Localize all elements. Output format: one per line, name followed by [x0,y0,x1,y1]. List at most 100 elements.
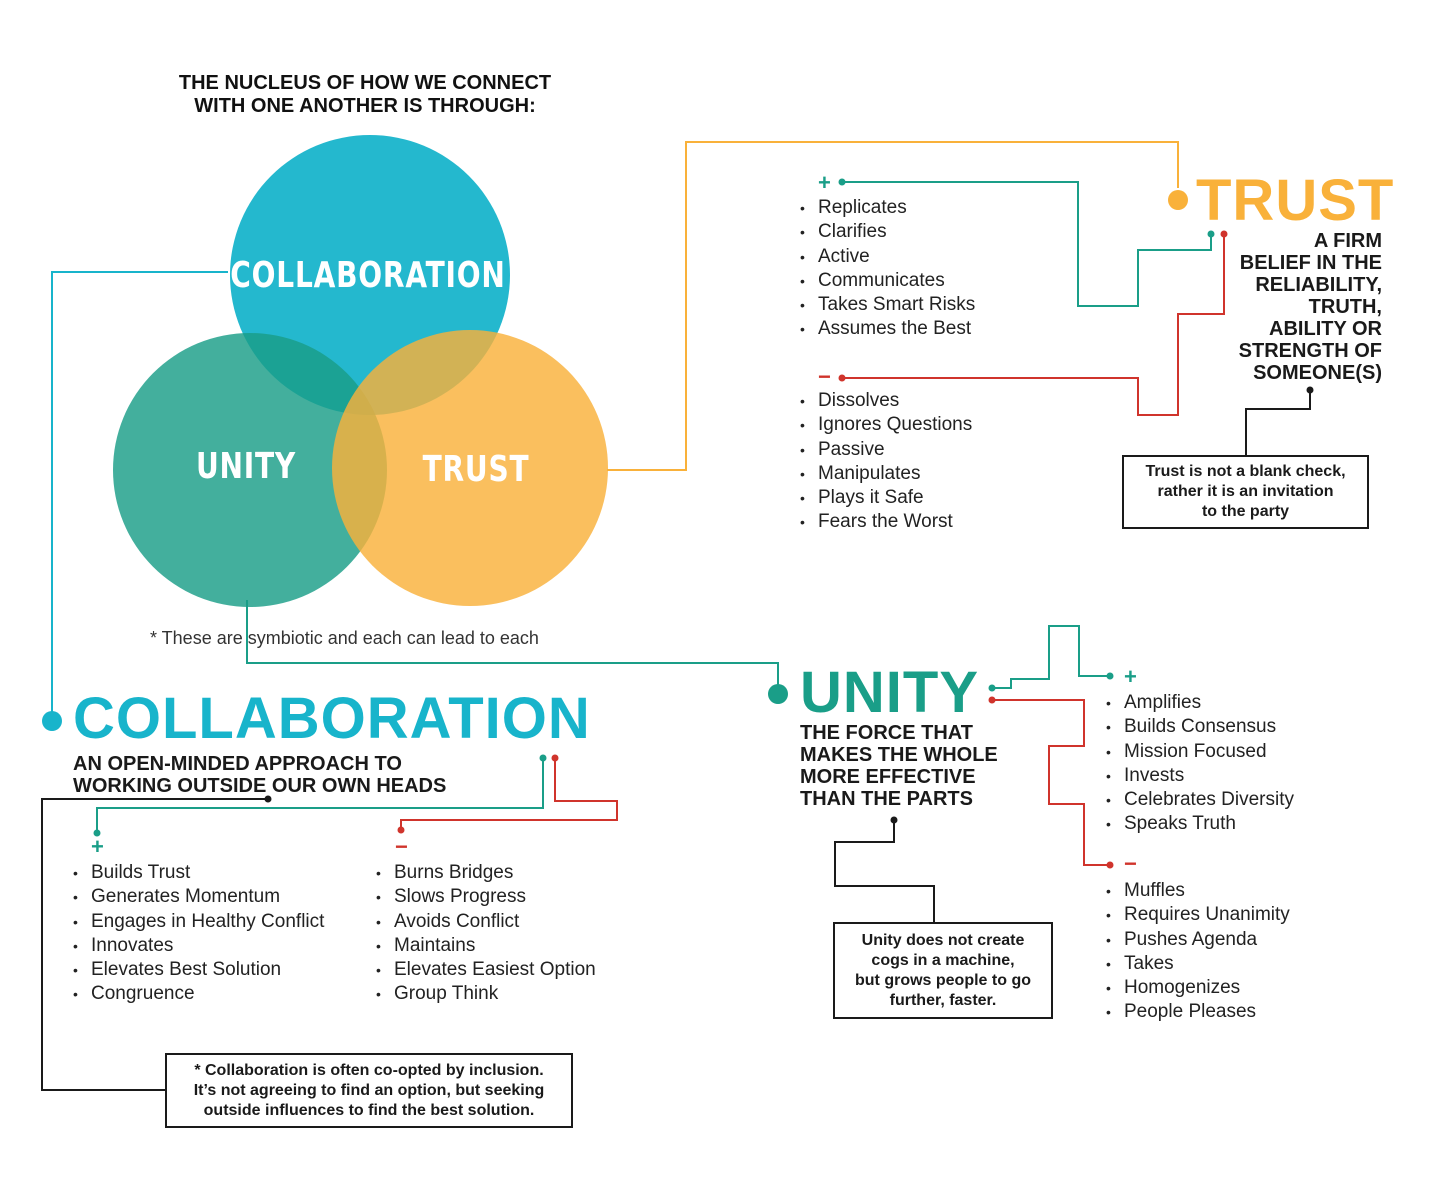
list-item: Maintains [376,934,596,959]
collaboration-minus-sign: − [395,834,408,859]
list-item: Slows Progress [376,885,596,910]
definition-line: STRENGTH OF [1238,340,1382,362]
collaboration-note-box: * Collaboration is often co-opted by inc… [165,1053,573,1128]
list-item: Engages in Healthy Conflict [73,910,324,935]
list-item: Ignores Questions [800,413,972,438]
intro-line-2: WITH ONE ANOTHER IS THROUGH: [194,95,536,117]
subtitle-line: THAN THE PARTS [800,788,973,810]
trust-note-box: Trust is not a blank check, rather it is … [1122,455,1369,529]
note-line: to the party [1201,503,1290,520]
trust-note-path [1245,390,1311,455]
unity-connector [246,600,779,690]
definition-line: RELIABILITY, [1255,274,1382,296]
collaboration-negatives-list: Burns BridgesSlows ProgressAvoids Confli… [376,861,596,1007]
list-item: Takes [1106,952,1290,977]
list-item: Group Think [376,982,596,1007]
list-item: Celebrates Diversity [1106,788,1294,813]
collaboration-positives-list: Builds TrustGenerates MomentumEngages in… [73,861,324,1007]
list-item: Clarifies [800,220,975,245]
list-item: Congruence [73,982,324,1007]
list-item: Innovates [73,934,324,959]
note-line: outside influences to find the best solu… [203,1101,535,1119]
collaboration-note-path [41,798,268,1091]
note-line: Trust is not a blank check, [1145,463,1346,480]
venn-unity-label: UNITY [196,445,296,487]
unity-plus-path [992,625,1110,689]
unity-negatives-list: MufflesRequires UnanimityPushes AgendaTa… [1106,879,1290,1025]
list-item: Active [800,245,975,270]
intro-line-1: THE NUCLEUS OF HOW WE CONNECT [178,72,552,94]
definition-line: BELIEF IN THE [1239,252,1382,274]
collaboration-minus-path [400,758,618,830]
note-line: It’s not agreeing to find an option, but… [193,1081,545,1099]
note-line: rather it is an invitation [1157,483,1334,500]
unity-title-dot [768,684,788,704]
list-item: Fears the Worst [800,510,972,535]
definition-line: TRUTH, [1308,296,1382,318]
list-item: Burns Bridges [376,861,596,886]
trust-plus-sign: + [818,170,831,195]
trust-connector [607,141,1179,471]
definition-line: SOMEONE(S) [1253,362,1382,384]
list-item: Passive [800,438,972,463]
subtitle-line: WORKING OUTSIDE OUR OWN HEADS [73,775,447,797]
collaboration-plus-path [96,758,544,833]
unity-minus-sign: − [1124,851,1137,876]
subtitle-line: MAKES THE WHOLE [800,744,998,766]
definition-line: ABILITY OR [1269,318,1382,340]
list-item: Amplifies [1106,691,1294,716]
trust-title-dot [1168,190,1188,210]
note-line: cogs in a machine, [871,951,1015,969]
list-item: Speaks Truth [1106,812,1294,837]
list-item: Manipulates [800,462,972,487]
list-item: Avoids Conflict [376,910,596,935]
trust-negatives-list: DissolvesIgnores QuestionsPassiveManipul… [800,389,972,535]
list-item: Elevates Easiest Option [376,958,596,983]
list-item: Mission Focused [1106,740,1294,765]
list-item: Pushes Agenda [1106,928,1290,953]
unity-title: UNITY [800,660,979,725]
unity-note-box: Unity does not create cogs in a machine, b… [833,922,1053,1019]
intro-heading: THE NUCLEUS OF HOW WE CONNECT WITH ONE A… [150,72,580,118]
venn-collaboration-label: COLLABORATION [230,254,505,296]
list-item: Invests [1106,764,1294,789]
venn-diagram: COLLABORATION UNITY TRUST [113,135,608,607]
unity-minus-path [992,699,1110,866]
unity-circle [113,333,387,607]
list-item: Homogenizes [1106,976,1290,1001]
trust-positives-list: ReplicatesClarifiesActiveCommunicatesTak… [800,196,975,342]
collaboration-title-dot [42,711,62,731]
collaboration-title: COLLABORATION [73,686,591,751]
list-item: People Pleases [1106,1000,1290,1025]
unity-positives-list: AmplifiesBuilds ConsensusMission Focused… [1106,691,1294,837]
venn-trust-label: TRUST [423,448,530,490]
list-item: Builds Trust [73,861,324,886]
trust-minus-path [842,234,1225,416]
trust-plus-path [842,181,1212,307]
subtitle-line: AN OPEN-MINDED APPROACH TO [73,753,402,775]
unity-plus-sign: + [1124,664,1137,689]
note-line: further, faster. [889,991,997,1009]
unity-note-path [834,820,935,923]
list-item: Dissolves [800,389,972,414]
venn-footnote: * These are symbiotic and each can lead … [150,628,539,648]
note-line: but grows people to go [855,971,1031,989]
list-item: Builds Consensus [1106,715,1294,740]
trust-title: TRUST [1196,168,1395,233]
list-item: Elevates Best Solution [73,958,324,983]
collaboration-plus-sign: + [91,834,104,859]
list-item: Assumes the Best [800,317,975,342]
list-item: Takes Smart Risks [800,293,975,318]
list-item: Requires Unanimity [1106,903,1290,928]
note-line: Unity does not create [861,931,1025,949]
note-line: * Collaboration is often co-opted by inc… [194,1061,544,1079]
definition-line: A FIRM [1313,230,1382,252]
list-item: Generates Momentum [73,885,324,910]
subtitle-line: THE FORCE THAT [800,722,973,744]
collaboration-connector [51,271,228,718]
subtitle-line: MORE EFFECTIVE [800,766,976,788]
